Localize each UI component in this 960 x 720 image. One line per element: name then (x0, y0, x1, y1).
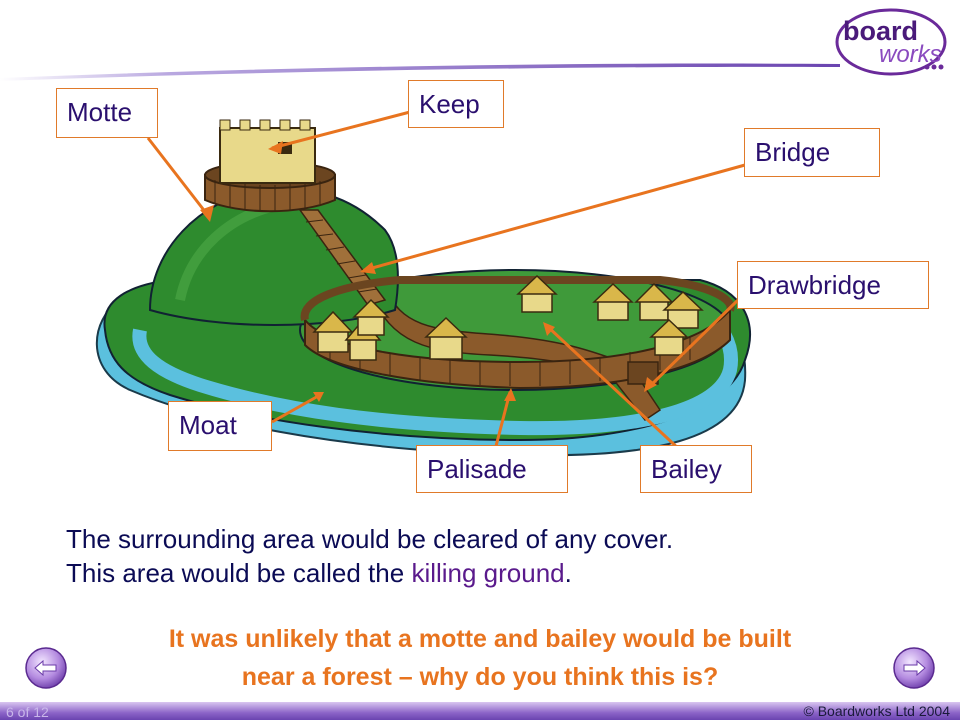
info-line-2: This area would be called the killing gr… (66, 556, 886, 590)
label-bailey: Bailey (640, 445, 752, 493)
info-text: The surrounding area would be cleared of… (66, 522, 886, 590)
page-number: 6 of 12 (6, 704, 49, 720)
header-divider (0, 63, 840, 81)
drawbridge-gate (627, 361, 659, 385)
question-line-1: It was unlikely that a motte and bailey … (168, 625, 792, 653)
arrow-right-icon (903, 659, 926, 677)
next-slide-button[interactable] (892, 646, 936, 690)
logo-board-text: board (843, 16, 918, 46)
boardworks-logo: board works (835, 8, 947, 76)
bailey-huts (312, 274, 704, 361)
label-arrows (146, 110, 746, 452)
logo-works-text: works (879, 41, 942, 68)
label-palisade: Palisade (416, 445, 568, 493)
info-line-2-end: . (564, 558, 572, 588)
info-line-1: The surrounding area would be cleared of… (66, 524, 674, 554)
label-bridge: Bridge (744, 128, 880, 177)
arrow-left-icon (34, 659, 57, 677)
copyright-text: © Boardworks Ltd 2004 (803, 703, 950, 719)
footer-bar (0, 702, 960, 720)
label-keep: Keep (408, 80, 504, 128)
label-moat: Moat (168, 401, 272, 451)
killing-ground-term: killing ground (411, 558, 565, 588)
question-line-2: near a forest – why do you think this is… (241, 663, 719, 691)
previous-slide-button[interactable] (24, 646, 68, 690)
keep-tower (219, 127, 316, 184)
question-text: It was unlikely that a motte and bailey … (40, 620, 920, 696)
label-motte: Motte (56, 88, 158, 138)
label-drawbridge: Drawbridge (737, 261, 929, 309)
info-line-2-start: This area would be called the (66, 558, 412, 588)
